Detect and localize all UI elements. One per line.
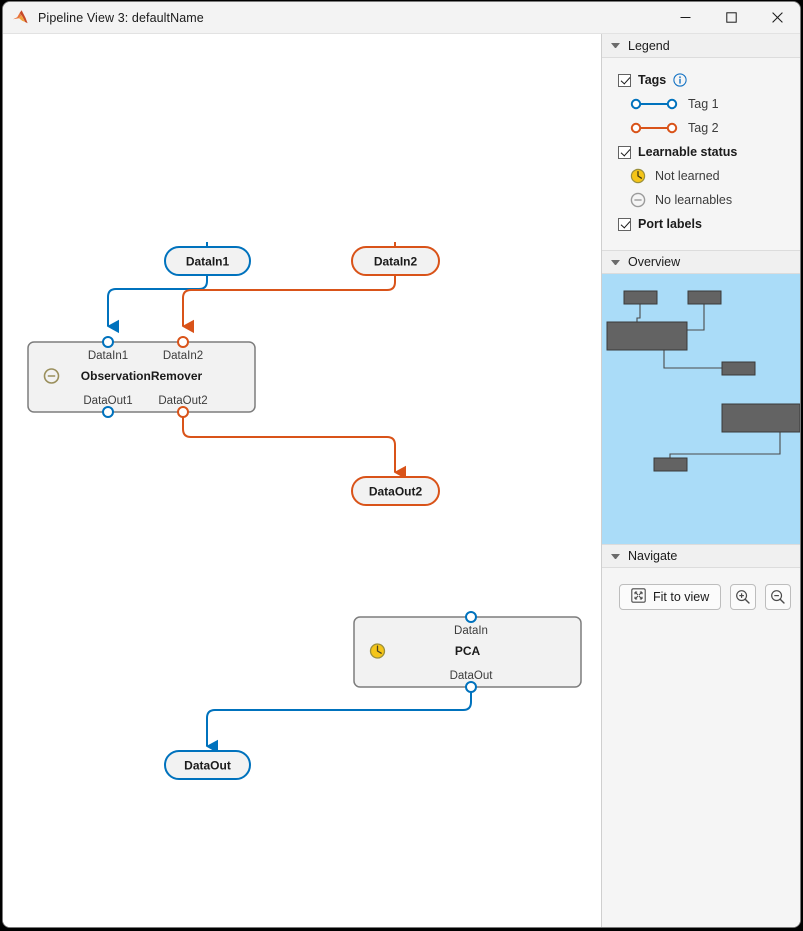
port-label-pca-dataout: DataOut: [450, 670, 494, 682]
navigate-controls-row: Fit to view: [602, 584, 800, 610]
port-dataout1[interactable]: [102, 406, 114, 418]
tags-label: Tags: [638, 73, 667, 87]
block-pca[interactable]: PCA DataIn DataOut: [353, 611, 582, 693]
port-label-datain1: DataIn1: [88, 350, 128, 362]
legend-port-labels-row[interactable]: Port labels: [602, 212, 800, 236]
chevron-down-icon[interactable]: [611, 43, 620, 48]
edge-observationremover-to-dataout2: [182, 412, 407, 480]
port-datain2[interactable]: [177, 336, 189, 348]
overview-node: [623, 290, 658, 305]
port-pca-datain[interactable]: [465, 611, 477, 623]
legend-tag-2-row: Tag 2: [602, 116, 800, 140]
overview-node: [721, 403, 800, 433]
legend-tags-row[interactable]: Tags: [602, 68, 800, 92]
port-label-dataout1: DataOut1: [83, 395, 132, 407]
terminal-datain2[interactable]: DataIn2: [351, 246, 440, 276]
window-controls: [662, 2, 800, 34]
legend-panel-body: Tags: [602, 58, 800, 250]
block-title-pca: PCA: [455, 644, 481, 658]
chevron-down-icon[interactable]: [611, 259, 620, 265]
legend-no-learnables-row: No learnables: [602, 188, 800, 212]
overview-minimap[interactable]: [602, 274, 800, 544]
port-labels-label: Port labels: [638, 217, 702, 231]
minus-circle-icon: [630, 192, 646, 208]
port-datain1[interactable]: [102, 336, 114, 348]
chevron-down-icon[interactable]: [611, 553, 620, 559]
sidebar: Legend Tags: [601, 34, 800, 927]
legend-learnable-status-row[interactable]: Learnable status: [602, 140, 800, 164]
no-learnables-label: No learnables: [655, 193, 733, 207]
legend-panel-title: Legend: [628, 38, 670, 53]
legend-tag-1-row: Tag 1: [602, 92, 800, 116]
tags-checkbox[interactable]: [618, 73, 631, 87]
legend-panel-header[interactable]: Legend: [602, 34, 800, 58]
terminal-datain1[interactable]: DataIn1: [164, 246, 251, 276]
tag-2-swatch-icon: [630, 122, 678, 134]
minus-circle-icon: [43, 368, 60, 384]
terminal-label-dataout: DataOut: [184, 759, 231, 773]
not-learned-label: Not learned: [655, 169, 720, 183]
matlab-icon: [12, 9, 30, 27]
clock-icon: [630, 168, 646, 184]
overview-graph: [606, 290, 800, 472]
pipeline-canvas[interactable]: ObservationRemover DataIn1 DataIn2 DataO…: [3, 34, 601, 927]
main-body: ObservationRemover DataIn1 DataIn2 DataO…: [3, 34, 800, 927]
port-labels-checkbox[interactable]: [618, 217, 631, 231]
edge-pca-to-dataout: [205, 687, 472, 754]
navigate-panel-body: Fit to view: [602, 568, 800, 927]
fit-to-view-icon: [631, 588, 646, 606]
close-button[interactable]: [754, 2, 800, 34]
navigate-panel-header[interactable]: Navigate: [602, 544, 800, 568]
title-bar: Pipeline View 3: defaultName: [3, 2, 800, 34]
zoom-out-icon: [771, 590, 785, 604]
overview-panel-header[interactable]: Overview: [602, 250, 800, 274]
port-label-pca-datain: DataIn: [454, 625, 488, 637]
block-observationremover[interactable]: ObservationRemover DataIn1 DataIn2 DataO…: [27, 336, 256, 418]
overview-node: [721, 361, 756, 376]
edge-datain1-to-observationremover: [106, 242, 208, 334]
overview-node: [606, 321, 688, 351]
port-pca-dataout[interactable]: [465, 681, 477, 693]
port-label-dataout2: DataOut2: [158, 395, 207, 407]
maximize-button[interactable]: [708, 2, 754, 34]
terminal-dataout2[interactable]: DataOut2: [351, 476, 440, 506]
pipeline-graph: ObservationRemover DataIn1 DataIn2 DataO…: [27, 242, 582, 780]
learnable-status-label: Learnable status: [638, 145, 738, 159]
overview-node: [687, 290, 722, 305]
terminal-label-datain1: DataIn1: [186, 255, 230, 269]
zoom-in-icon: [736, 590, 750, 604]
tag-2-label: Tag 2: [688, 121, 719, 135]
clock-icon: [369, 643, 386, 659]
learnable-status-checkbox[interactable]: [618, 145, 631, 159]
zoom-out-button[interactable]: [765, 584, 792, 610]
fit-to-view-label: Fit to view: [653, 590, 710, 604]
port-dataout2[interactable]: [177, 406, 189, 418]
zoom-in-button[interactable]: [730, 584, 757, 610]
block-title-observationremover: ObservationRemover: [81, 369, 203, 383]
fit-to-view-button[interactable]: Fit to view: [619, 584, 722, 610]
terminal-label-datain2: DataIn2: [374, 255, 418, 269]
minimize-button[interactable]: [662, 2, 708, 34]
window-title: Pipeline View 3: defaultName: [38, 10, 204, 25]
overview-node: [653, 457, 688, 472]
legend-not-learned-row: Not learned: [602, 164, 800, 188]
edge-datain2-to-observationremover: [181, 242, 396, 334]
tag-1-swatch-icon: [630, 98, 678, 110]
navigate-panel-title: Navigate: [628, 549, 678, 563]
terminal-dataout[interactable]: DataOut: [164, 750, 251, 780]
terminal-label-dataout2: DataOut2: [369, 485, 423, 499]
port-label-datain2: DataIn2: [163, 350, 203, 362]
info-icon[interactable]: [673, 73, 687, 87]
overview-panel-title: Overview: [628, 255, 681, 269]
tag-1-label: Tag 1: [688, 97, 719, 111]
